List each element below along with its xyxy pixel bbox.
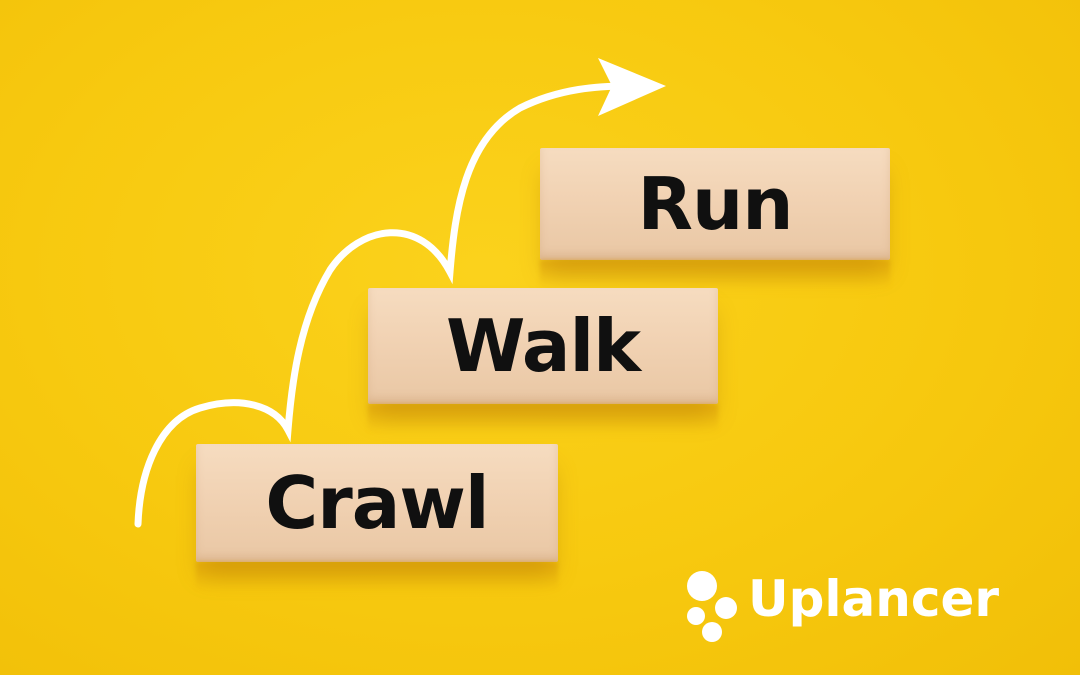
arrow-path bbox=[134, 82, 632, 528]
block-run: Run bbox=[540, 148, 890, 260]
uplancer-logo-icon bbox=[687, 571, 737, 642]
brand-name: Uplancer bbox=[748, 570, 1000, 628]
arrow-head bbox=[598, 58, 666, 116]
block-crawl-label: Crawl bbox=[265, 461, 489, 545]
block-run-label: Run bbox=[637, 162, 794, 246]
brand-logo: Uplancer bbox=[682, 568, 1042, 644]
block-crawl: Crawl bbox=[196, 444, 558, 562]
block-walk-label: Walk bbox=[446, 304, 641, 388]
block-walk: Walk bbox=[368, 288, 718, 404]
